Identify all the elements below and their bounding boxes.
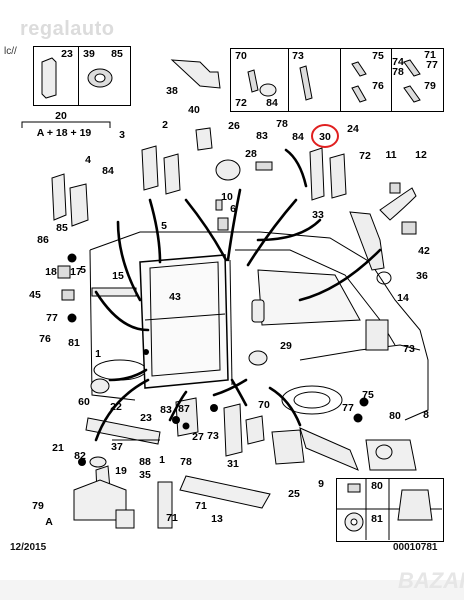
footer-watermark: BAZAR (398, 568, 464, 593)
part-label-27: 27 (192, 430, 204, 443)
part-label-5: 5 (161, 219, 167, 232)
part-label-78a: 78 (392, 65, 404, 78)
part-label-23a: 23 (61, 47, 73, 60)
part-label-72b: 72 (359, 149, 371, 162)
part-label-79: 79 (424, 79, 436, 92)
part-label-84a: 84 (266, 96, 278, 109)
part-label-30: 30 (319, 130, 331, 143)
part-label-73a: 73 (292, 49, 304, 62)
highlight-circle (311, 124, 339, 148)
part-label-88: 88 (139, 455, 151, 468)
part-label-10: 10 (221, 190, 233, 203)
part-label-14: 14 (397, 291, 409, 304)
part-label-38: 38 (166, 84, 178, 97)
part-label-87: 87 (178, 402, 190, 415)
part-label-73c: 73 (207, 429, 219, 442)
part-label-73b: 73 (403, 342, 415, 355)
part-label-75a: 75 (372, 49, 384, 62)
part-label-22: 22 (110, 400, 122, 413)
part-label-71c: 71 (166, 511, 178, 524)
part-label-36: 36 (416, 269, 428, 282)
box-screw-73-84 (288, 48, 342, 112)
part-label-37: 37 (111, 440, 123, 453)
part-label-9: 9 (318, 477, 324, 490)
part-label-21: 21 (52, 441, 64, 454)
part-label-82: 82 (74, 449, 86, 462)
part-label-3: 3 (119, 128, 125, 141)
corner-text: lc// (4, 46, 17, 57)
part-label-A: A (45, 515, 53, 528)
part-label-80a: 80 (389, 409, 401, 422)
part-label-42: 42 (418, 244, 430, 257)
part-label-78b: 78 (276, 117, 288, 130)
part-label-76a: 76 (372, 79, 384, 92)
part-label-81a: 81 (68, 336, 80, 349)
part-label-4: 4 (85, 153, 91, 166)
date-code: 12/2015 (10, 542, 47, 553)
box-screw-75-76 (340, 48, 392, 112)
part-label-77a: 77 (426, 58, 438, 71)
part-label-19: 19 (115, 464, 127, 477)
part-label-31: 31 (227, 457, 239, 470)
part-label-60: 60 (78, 395, 90, 408)
part-label-26: 26 (228, 119, 240, 132)
part-label-83a: 83 (256, 129, 268, 142)
part-label-29: 29 (280, 339, 292, 352)
label-equation: A + 18 + 19 (36, 126, 92, 139)
box-screw-70-72 (230, 48, 290, 112)
part-label-1: 1 (95, 347, 101, 360)
part-label-45: 45 (29, 288, 41, 301)
part-label-13: 13 (211, 512, 223, 525)
part-label-6: 6 (230, 202, 236, 215)
part-label-77c: 77 (342, 401, 354, 414)
part-label-84b: 84 (292, 130, 304, 143)
part-label-18: 18 (45, 265, 57, 278)
part-label-76b: 76 (39, 332, 51, 345)
footer-bar (0, 580, 464, 600)
part-label-85a: 85 (111, 47, 123, 60)
part-label-72a: 72 (235, 96, 247, 109)
part-label-5b: 5 (80, 263, 86, 276)
part-label-43: 43 (169, 290, 181, 303)
document-number: 00010781 (393, 542, 438, 553)
part-label-8: 8 (423, 408, 429, 421)
part-label-35: 35 (139, 468, 151, 481)
part-label-1b: 1 (159, 453, 165, 466)
part-label-11: 11 (385, 148, 397, 161)
part-label-79b: 79 (32, 499, 44, 512)
part-label-71a: 71 (424, 48, 436, 61)
part-label-81b: 81 (371, 512, 383, 525)
part-label-12: 12 (415, 148, 427, 161)
part-label-2: 2 (162, 118, 168, 131)
part-label-78c: 78 (180, 455, 192, 468)
part-label-80b: 80 (371, 479, 383, 492)
part-label-86: 86 (37, 233, 49, 246)
part-label-33: 33 (312, 208, 324, 221)
part-label-15: 15 (112, 269, 124, 282)
part-label-71b: 71 (195, 499, 207, 512)
part-label-84c: 84 (102, 164, 114, 177)
part-label-70a: 70 (235, 49, 247, 62)
part-label-75b: 75 (362, 388, 374, 401)
part-label-23b: 23 (140, 411, 152, 424)
part-label-17: 17 (70, 265, 82, 278)
part-label-70b: 70 (258, 398, 270, 411)
part-label-77b: 77 (46, 311, 58, 324)
watermark: regalauto (20, 18, 115, 40)
part-label-83b: 83 (160, 403, 172, 416)
part-label-85b: 85 (56, 221, 68, 234)
part-label-74: 74 (392, 55, 404, 68)
label-group-20: 20 (55, 109, 67, 122)
part-label-25: 25 (288, 487, 300, 500)
part-label-40: 40 (188, 103, 200, 116)
part-label-28: 28 (245, 147, 257, 160)
part-label-24: 24 (347, 122, 359, 135)
part-label-39: 39 (83, 47, 95, 60)
